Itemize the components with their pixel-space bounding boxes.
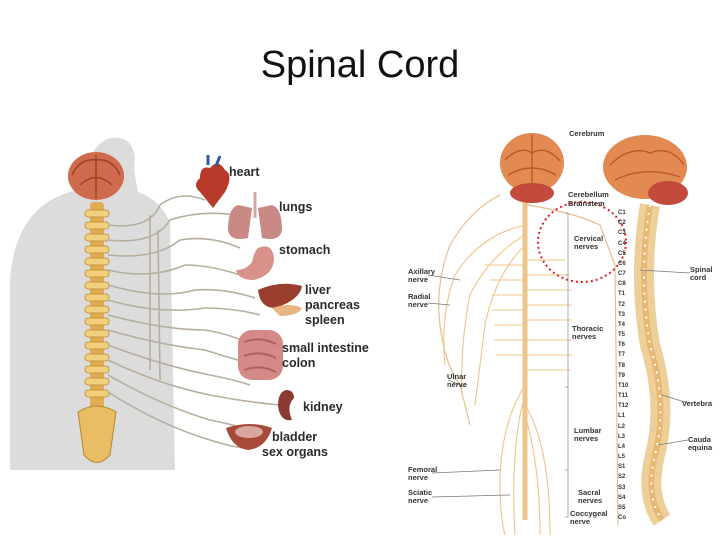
- label-lungs: lungs: [279, 200, 313, 214]
- label-small-intestine: small intestine: [282, 341, 369, 355]
- vertebra-level-s1: S1: [618, 464, 626, 471]
- label-kidney: kidney: [303, 400, 343, 414]
- spinal-nerves-illustration: [427, 133, 691, 535]
- label-heart: heart: [229, 165, 260, 179]
- vertebra-level-t5: T5: [618, 332, 626, 338]
- label-brainstem: Brainstem: [568, 199, 605, 208]
- stomach-icon: [236, 246, 274, 280]
- vertebra-level-s2: S2: [618, 474, 626, 481]
- vertebra-level-t10: T10: [618, 382, 629, 389]
- bladder-icon: [226, 424, 272, 450]
- vertebra-level-l3: L3: [618, 433, 626, 440]
- label-pancreas: pancreas: [305, 298, 360, 312]
- vertebra-level-t2: T2: [618, 301, 626, 308]
- label-cerebrum: Cerebrum: [569, 129, 605, 138]
- vertebra-level-s4: S4: [618, 494, 626, 501]
- vertebra-level-c2: C2: [618, 220, 626, 227]
- kidney-icon: [278, 390, 294, 421]
- vertebra-level-t7: T7: [618, 352, 626, 359]
- vertebra-level-t8: T8: [618, 362, 626, 369]
- vertebra-level-co: Co: [618, 515, 626, 521]
- vertebra-level-t9: T9: [618, 372, 626, 379]
- label-pointers: [427, 269, 691, 498]
- vertebra-level-c4: C4: [618, 240, 626, 247]
- vertebra-level-c5: C5: [618, 250, 626, 257]
- vertebra-level-c6: C6: [618, 260, 626, 267]
- heart-icon: [196, 155, 230, 208]
- vertebra-level-c8: C8: [618, 281, 626, 288]
- intestines-icon: [238, 330, 283, 380]
- region-brackets: [565, 212, 569, 518]
- vertebra-level-c1: C1: [618, 210, 626, 216]
- vertebra-level-t1: T1: [618, 291, 626, 298]
- vertebra-level-t4: T4: [618, 321, 626, 328]
- label-sex-organs: sex organs: [262, 445, 329, 459]
- peripheral-nerves: [443, 224, 572, 535]
- label-cerebellum: Cerebellum: [568, 190, 609, 199]
- vertebra-level-l4: L4: [618, 443, 626, 450]
- brain-front-icon: [500, 133, 564, 203]
- label-vertebra: Vertebra: [682, 399, 713, 408]
- vertebra-level-s3: S3: [618, 484, 626, 491]
- spine-side-view: [634, 203, 671, 526]
- cervical-highlight-circle: [537, 201, 627, 283]
- vertebra-level-c3: C3: [618, 230, 626, 237]
- vertebra-level-t11: T11: [618, 393, 629, 399]
- nerve-fibers: [107, 195, 281, 449]
- vertebra-level-t12: T12: [618, 403, 629, 410]
- vertebra-level-s5: S5: [618, 504, 626, 511]
- label-colon: colon: [282, 356, 316, 370]
- autonomic-organs-illustration: [10, 137, 302, 470]
- vertebra-level-t6: T6: [618, 342, 626, 349]
- vertebra-level-c7: C7: [618, 271, 626, 277]
- vertebra-level-l5: L5: [618, 454, 626, 460]
- vertebra-level-l1: L1: [618, 413, 626, 420]
- pancreas-spleen-icon: [272, 305, 302, 316]
- vertebra-level-l2: L2: [618, 423, 626, 430]
- spine-column: [77, 202, 117, 463]
- vertebra-level-t3: T3: [618, 311, 626, 318]
- lungs-icon: [228, 192, 282, 239]
- label-stomach: stomach: [279, 243, 331, 257]
- brain-side-icon: [603, 135, 688, 205]
- label-bladder: bladder: [272, 430, 318, 444]
- liver-icon: [258, 283, 302, 308]
- label-spleen: spleen: [305, 313, 345, 327]
- body-outline: [438, 158, 619, 526]
- slide-title: Spinal Cord: [260, 44, 460, 86]
- label-liver: liver: [305, 283, 331, 297]
